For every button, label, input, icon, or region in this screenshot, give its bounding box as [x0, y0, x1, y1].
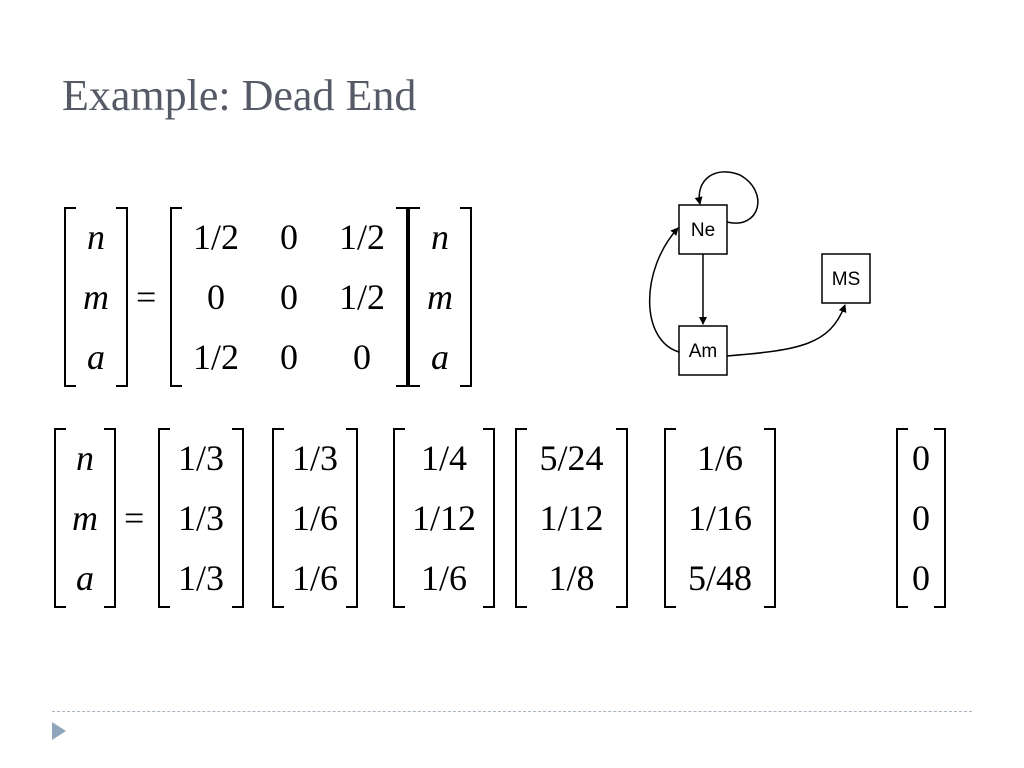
eq1-lhs-vector: n m a	[64, 207, 128, 387]
node-ms: MS	[821, 253, 871, 304]
eq1-rhs-m: m	[427, 277, 453, 317]
vector-cell: 1/3	[177, 558, 224, 598]
eq1-lhs-n: n	[87, 217, 105, 257]
eq1-matrix-cell: 0	[353, 337, 371, 377]
node-am: Am	[678, 325, 728, 376]
limit-vector: 0 0 0	[896, 428, 946, 608]
eq2-lhs-n: n	[76, 438, 94, 478]
node-ne: Ne	[678, 204, 728, 255]
am-to-ms-edge	[726, 304, 847, 357]
ne-self-loop-edge	[694, 171, 759, 224]
slide-title: Example: Dead End	[62, 71, 417, 120]
eq2-lhs-vector: n m a	[54, 428, 116, 608]
eq1-matrix-cell: 0	[280, 277, 298, 317]
eq1-matrix-cell: 0	[207, 277, 225, 317]
eq1-matrix-cell: 1/2	[192, 337, 239, 377]
eq1-lhs-a: a	[87, 337, 105, 377]
vector-cell: 0	[912, 438, 930, 478]
iteration-vector: 1/4 1/12 1/6	[393, 428, 495, 608]
triangle-bullet-icon	[52, 722, 66, 740]
vector-cell: 1/12	[411, 498, 476, 538]
node-am-label: Am	[689, 341, 718, 362]
vector-cell: 1/12	[539, 498, 604, 538]
node-ms-label: MS	[832, 269, 861, 290]
vector-cell: 5/48	[687, 558, 752, 598]
eq1-matrix-cell: 1/2	[338, 217, 385, 257]
vector-cell: 1/16	[687, 498, 752, 538]
iteration-vector: 1/3 1/3 1/3	[158, 428, 244, 608]
eq1-matrix-cell: 1/2	[338, 277, 385, 317]
vector-cell: 1/3	[177, 438, 224, 478]
eq1-rhs-vector: n m a	[408, 207, 472, 387]
eq2-lhs-a: a	[76, 558, 94, 598]
vector-cell: 1/6	[696, 438, 743, 478]
eq1-lhs-m: m	[83, 277, 109, 317]
eq1-matrix-cell: 0	[280, 337, 298, 377]
vector-cell: 1/6	[420, 558, 467, 598]
vector-cell: 1/8	[548, 558, 595, 598]
eq1-rhs-a: a	[431, 337, 449, 377]
eq2-equals: =	[124, 498, 145, 538]
iteration-vector: 1/3 1/6 1/6	[272, 428, 358, 608]
vector-cell: 0	[912, 558, 930, 598]
vector-cell: 1/3	[291, 438, 338, 478]
iteration-vector: 1/6 1/16 5/48	[664, 428, 776, 608]
vector-cell: 1/6	[291, 558, 338, 598]
vector-cell: 5/24	[539, 438, 604, 478]
vector-cell: 1/4	[420, 438, 467, 478]
node-ne-label: Ne	[691, 220, 715, 241]
vector-cell: 1/3	[177, 498, 224, 538]
iteration-vector: 5/24 1/12 1/8	[515, 428, 628, 608]
eq1-rhs-n: n	[431, 217, 449, 257]
eq1-matrix: 1/2 0 1/2 0 0 1/2 1/2 0 0	[170, 207, 408, 387]
vector-cell: 1/6	[291, 498, 338, 538]
eq1-matrix-cell: 1/2	[192, 217, 239, 257]
eq2-lhs-m: m	[72, 498, 98, 538]
footer-divider	[52, 711, 972, 712]
vector-cell: 0	[912, 498, 930, 538]
eq1-equals: =	[136, 277, 157, 317]
am-to-ne-edge	[649, 227, 680, 353]
eq1-matrix-cell: 0	[280, 217, 298, 257]
